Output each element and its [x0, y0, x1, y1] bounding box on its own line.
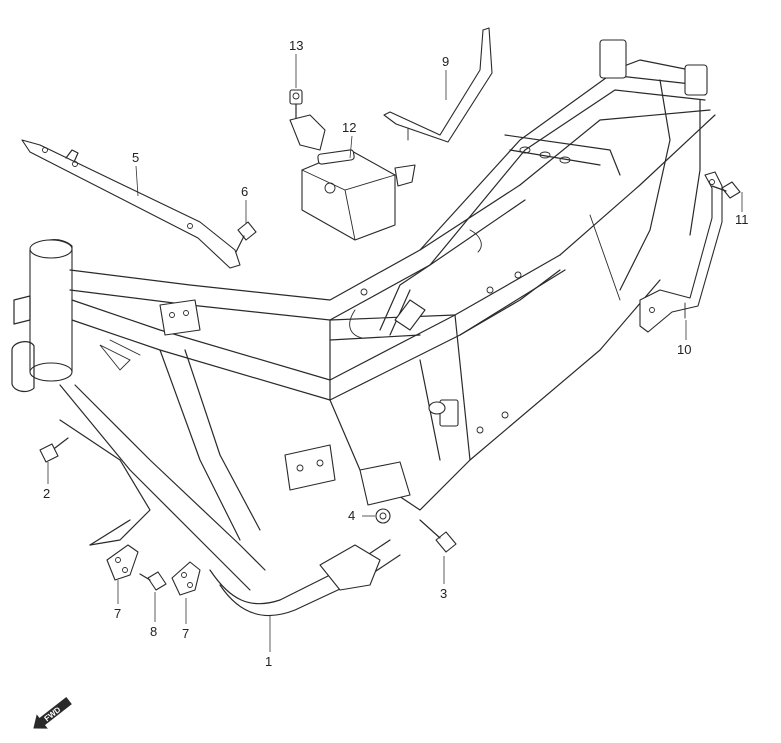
callout-6: 6 [241, 184, 248, 199]
callout-3: 3 [440, 586, 447, 601]
part-10-bracket [639, 171, 723, 333]
callout-7-left: 7 [114, 606, 121, 621]
leader-lines [47, 54, 743, 652]
part-5-bracket [21, 139, 241, 269]
callout-12: 12 [342, 120, 356, 135]
part-7-plates [106, 544, 201, 596]
callout-9: 9 [442, 54, 449, 69]
callout-10: 10 [677, 342, 691, 357]
callout-2: 2 [43, 486, 50, 501]
main-frame [11, 39, 716, 617]
callout-1: 1 [265, 654, 272, 669]
part-9-handle [383, 27, 493, 143]
part-13-bolt [289, 89, 303, 119]
callout-11: 11 [735, 212, 749, 227]
part-8-bolt [139, 571, 167, 591]
callout-13: 13 [289, 38, 303, 53]
fwd-arrow-icon: FWD [33, 697, 72, 729]
part-3-bolt [419, 519, 457, 553]
callout-4: 4 [348, 508, 355, 523]
callouts: 13 9 12 5 6 11 10 2 4 3 7 8 7 1 [43, 38, 749, 669]
callout-8: 8 [150, 624, 157, 639]
callout-7-right: 7 [182, 626, 189, 641]
part-11-bolt [711, 181, 741, 199]
callout-5: 5 [132, 150, 139, 165]
part-6-bolt [235, 221, 257, 253]
part-4-nut [375, 508, 391, 524]
part-12-tray [289, 114, 416, 241]
part-2-bolt [39, 437, 69, 463]
